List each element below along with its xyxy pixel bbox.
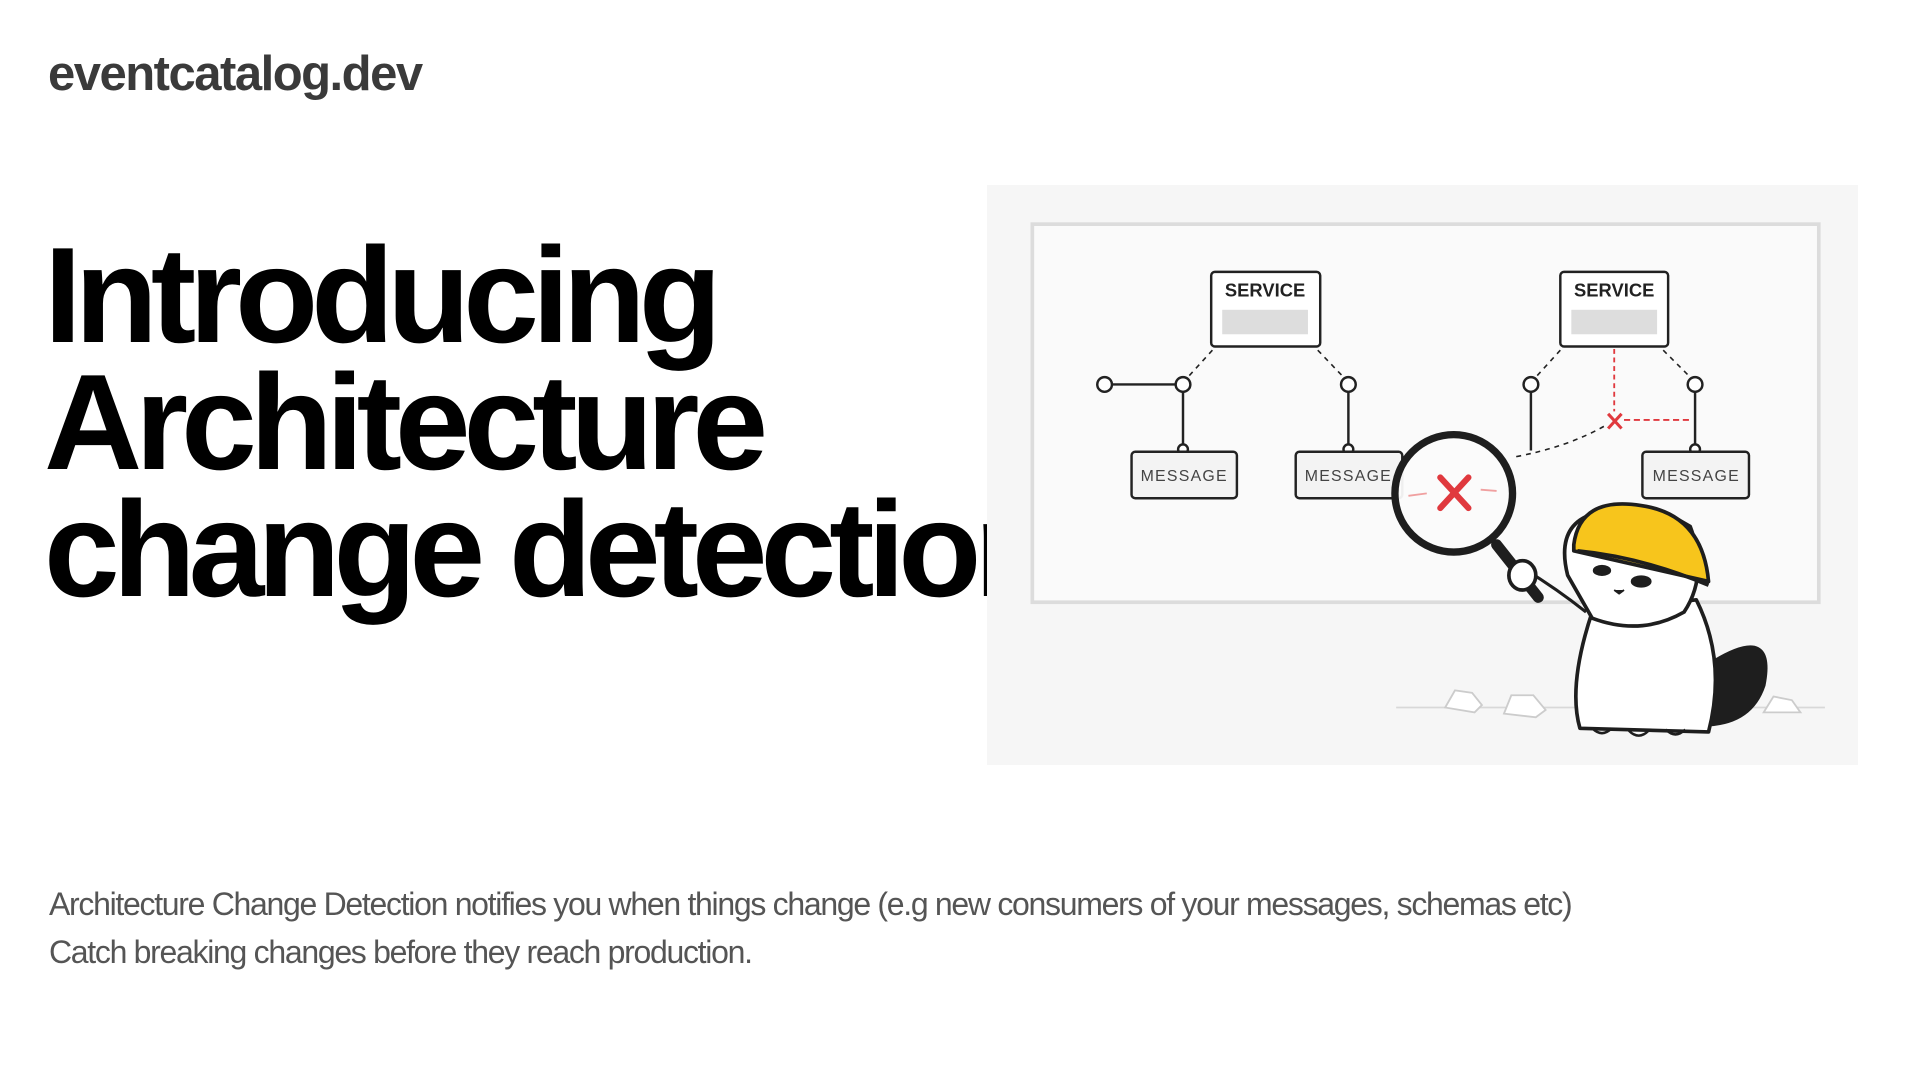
magnifying-glass-icon xyxy=(1391,430,1544,603)
message-label: MESSAGE xyxy=(1653,468,1740,485)
description-line-2: Catch breaking changes before they reach… xyxy=(49,934,753,970)
description-line-1: Architecture Change Detection notifies y… xyxy=(49,886,1573,922)
message-label: MESSAGE xyxy=(1305,468,1392,485)
service-node: SERVICE xyxy=(1209,270,1322,348)
cat-mascot xyxy=(1507,502,1768,737)
message-label: MESSAGE xyxy=(1141,468,1228,485)
hero-illustration: SERVICE SERVICE MESSAGE MESSAGE MESSAGE xyxy=(987,185,1858,765)
page-title: Introducing Architecture change detectio… xyxy=(44,219,1057,625)
message-node: MESSAGE xyxy=(1294,450,1404,500)
service-node: SERVICE xyxy=(1559,270,1670,348)
description: Architecture Change Detection notifies y… xyxy=(49,880,1573,976)
brand-logo: eventcatalog.dev xyxy=(48,47,423,101)
title-line-1: Introducing xyxy=(44,219,722,371)
title-line-2: Architecture xyxy=(44,346,768,498)
title-line-3: change detection xyxy=(44,473,1057,625)
message-node: MESSAGE xyxy=(1641,450,1751,500)
service-label: SERVICE xyxy=(1574,279,1654,300)
error-x-icon xyxy=(1606,412,1623,430)
paper-balls xyxy=(1443,689,1803,719)
message-node: MESSAGE xyxy=(1130,450,1239,500)
service-label: SERVICE xyxy=(1225,279,1305,300)
broken-connection xyxy=(1613,348,1691,421)
